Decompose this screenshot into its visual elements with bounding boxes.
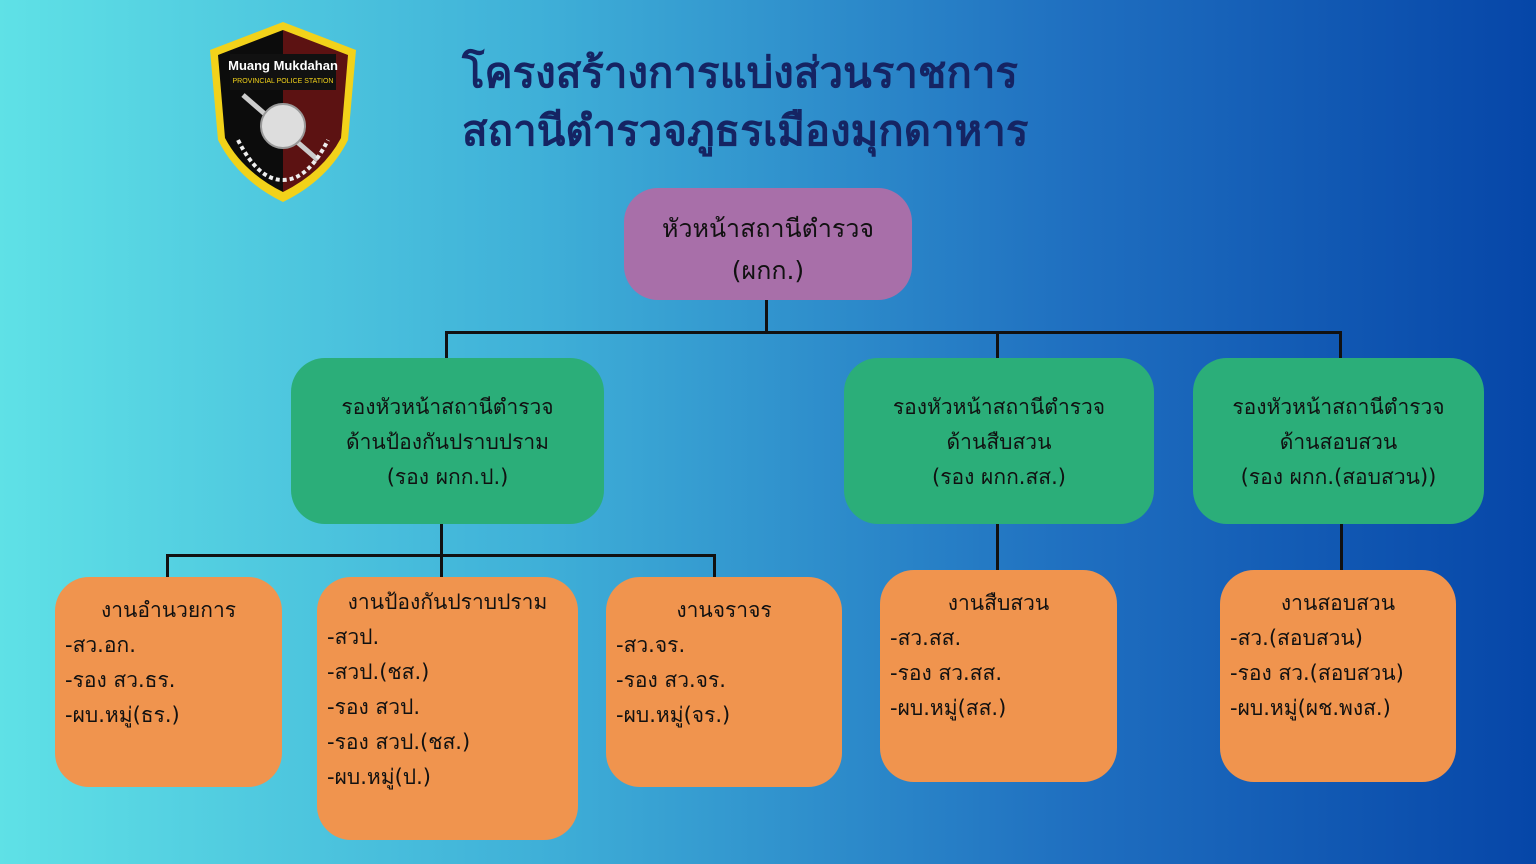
connector <box>1340 524 1343 571</box>
connector <box>713 554 716 578</box>
unit-box-prevention: งานป้องกันปราบปราม -สวป. -สวป.(ชส.) -รอง… <box>317 577 578 840</box>
connector <box>1339 331 1342 359</box>
unit-title: งานจราจร <box>676 598 772 622</box>
deputy-box-inquiry: รองหัวหน้าสถานีตำรวจ ด้านสอบสวน (รอง ผกก… <box>1193 358 1484 524</box>
unit-item: -ผบ.หมู่(ธร.) <box>65 703 180 727</box>
unit-item: -ผบ.หมู่(จร.) <box>616 703 731 727</box>
unit-item: -สว.จร. <box>616 633 686 657</box>
connector <box>445 331 448 359</box>
deputy-line: (รอง ผกก.(สอบสวน)) <box>1240 465 1437 489</box>
unit-item: -รอง สว.จร. <box>616 668 726 692</box>
deputy-line: รองหัวหน้าสถานีตำรวจ <box>1232 395 1445 419</box>
unit-item: -สว.(สอบสวน) <box>1230 626 1363 650</box>
police-station-logo: Muang Mukdahan PROVINCIAL POLICE STATION <box>208 20 358 204</box>
deputy-line: รองหัวหน้าสถานีตำรวจ <box>892 395 1106 419</box>
title-line-1: โครงสร้างการแบ่งส่วนราชการ <box>462 48 1018 97</box>
unit-item: -สวป.(ชส.) <box>327 660 430 684</box>
unit-item: -รอง สว.สส. <box>890 661 1002 685</box>
deputy-line: ด้านป้องกันปราบปราม <box>345 430 550 454</box>
unit-box-administration: งานอำนวยการ -สว.อก. -รอง สว.ธร. -ผบ.หมู่… <box>55 577 282 787</box>
unit-item: -สว.สส. <box>890 626 962 650</box>
unit-item: -ผบ.หมู่(สส.) <box>890 696 1007 720</box>
page-title: โครงสร้างการแบ่งส่วนราชการ สถานีตำรวจภูธ… <box>462 44 1028 160</box>
head-box: หัวหน้าสถานีตำรวจ (ผกก.) <box>624 188 912 300</box>
deputy-line: (รอง ผกก.ป.) <box>386 465 509 489</box>
deputy-box-prevention: รองหัวหน้าสถานีตำรวจ ด้านป้องกันปราบปราม… <box>291 358 604 524</box>
connector <box>166 554 169 578</box>
deputy-line: รองหัวหน้าสถานีตำรวจ <box>341 395 554 419</box>
title-line-2: สถานีตำรวจภูธรเมืองมุกดาหาร <box>462 106 1029 155</box>
head-title: หัวหน้าสถานีตำรวจ <box>661 214 875 243</box>
unit-item: -สวป. <box>327 625 380 649</box>
connector <box>996 331 999 359</box>
svg-text:Muang Mukdahan: Muang Mukdahan <box>228 58 338 73</box>
unit-item: -รอง สว.(สอบสวน) <box>1230 661 1404 685</box>
unit-item: -ผบ.หมู่(ผช.พงส.) <box>1230 696 1391 720</box>
unit-title: งานสอบสวน <box>1280 591 1396 615</box>
deputy-line: ด้านสอบสวน <box>1279 430 1398 454</box>
deputy-line: (รอง ผกก.สส.) <box>932 465 1066 489</box>
deputy-line: ด้านสืบสวน <box>946 430 1052 454</box>
unit-box-traffic: งานจราจร -สว.จร. -รอง สว.จร. -ผบ.หมู่(จร… <box>606 577 842 787</box>
unit-title: งานสืบสวน <box>947 591 1050 615</box>
deputy-box-investigation: รองหัวหน้าสถานีตำรวจ ด้านสืบสวน (รอง ผกก… <box>844 358 1154 524</box>
unit-title: งานอำนวยการ <box>100 598 237 622</box>
unit-item: -รอง สว.ธร. <box>65 668 176 692</box>
unit-item: -ผบ.หมู่(ป.) <box>327 765 431 789</box>
unit-item: -รอง สวป.(ชส.) <box>327 730 471 754</box>
unit-box-inquiry: งานสอบสวน -สว.(สอบสวน) -รอง สว.(สอบสวน) … <box>1220 570 1456 782</box>
unit-box-investigation: งานสืบสวน -สว.สส. -รอง สว.สส. -ผบ.หมู่(ส… <box>880 570 1117 782</box>
unit-title: งานป้องกันปราบปราม <box>347 590 548 614</box>
svg-text:PROVINCIAL POLICE STATION: PROVINCIAL POLICE STATION <box>232 78 333 85</box>
head-abbr: (ผกก.) <box>731 256 805 285</box>
unit-item: -สว.อก. <box>65 633 136 657</box>
connector <box>440 524 443 556</box>
connector <box>440 554 443 578</box>
connector <box>445 331 1342 334</box>
connector <box>996 524 999 571</box>
connector <box>765 300 768 333</box>
unit-item: -รอง สวป. <box>327 695 421 719</box>
